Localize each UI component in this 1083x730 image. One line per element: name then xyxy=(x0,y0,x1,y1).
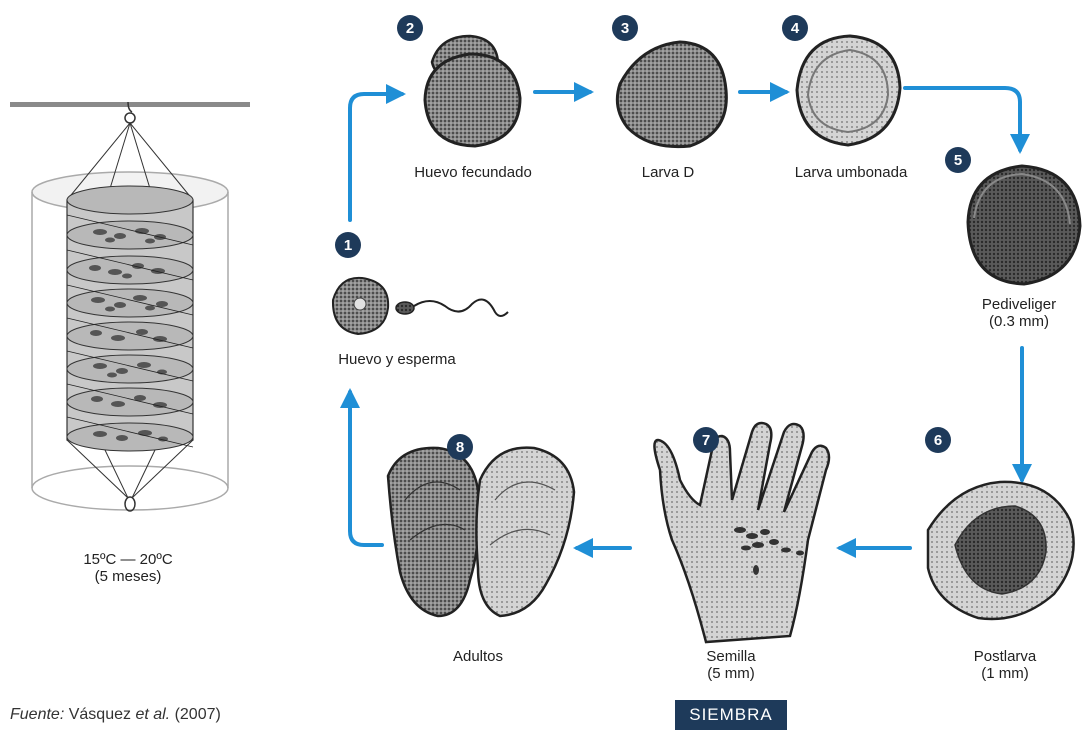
stage-7-name: Semilla xyxy=(706,648,755,665)
stage-5-name: Pediveliger xyxy=(982,296,1056,313)
stage-8-name: Adultos xyxy=(453,648,503,665)
siembra-tag: SIEMBRA xyxy=(675,700,787,730)
label-semilla: Semilla (5 mm) xyxy=(706,648,755,682)
fertilized-egg-illustration xyxy=(425,36,520,146)
stage-4-name: Larva umbonada xyxy=(795,164,908,181)
svg-text:8: 8 xyxy=(456,439,464,456)
egg-and-sperm-illustration xyxy=(333,278,508,334)
svg-text:5: 5 xyxy=(954,152,962,169)
stage-2-name: Huevo fecundado xyxy=(414,164,532,181)
svg-text:7: 7 xyxy=(702,432,710,449)
badge-1: 1 xyxy=(335,232,361,258)
badge-2: 2 xyxy=(397,15,423,41)
source-year: (2007) xyxy=(175,706,221,723)
svg-text:3: 3 xyxy=(621,20,629,37)
badge-3: 3 xyxy=(612,15,638,41)
hand-with-seed-illustration xyxy=(654,423,829,642)
stage-6-name: Postlarva xyxy=(974,648,1037,665)
stage-7-size: (5 mm) xyxy=(706,665,755,682)
badge-8: 8 xyxy=(447,434,473,460)
label-pediveliger: Pediveliger (0.3 mm) xyxy=(982,296,1056,330)
badge-7: 7 xyxy=(693,427,719,453)
svg-text:4: 4 xyxy=(791,20,800,37)
adult-oysters-illustration xyxy=(388,448,574,616)
badge-5: 5 xyxy=(945,147,971,173)
label-huevo-y-esperma: Huevo y esperma xyxy=(338,351,456,368)
lantern-net-illustration xyxy=(10,102,250,511)
culture-duration: (5 meses) xyxy=(83,568,172,585)
label-postlarva: Postlarva (1 mm) xyxy=(974,648,1037,682)
label-larva-umbonada: Larva umbonada xyxy=(795,164,908,181)
badge-6: 6 xyxy=(925,427,951,453)
arrow-8-to-1 xyxy=(350,392,382,545)
umbonate-larva-illustration xyxy=(797,36,900,145)
source-etal: et al. xyxy=(135,706,170,723)
svg-text:2: 2 xyxy=(406,20,414,37)
stage-5-size: (0.3 mm) xyxy=(982,313,1056,330)
stage-1-name: Huevo y esperma xyxy=(338,351,456,368)
temperature-range: 15ºC — 20ºC xyxy=(83,551,172,568)
pediveliger-illustration xyxy=(968,166,1080,284)
source-citation: Fuente: Vásquez et al. (2007) xyxy=(10,706,221,724)
source-author: Vásquez xyxy=(69,706,131,723)
label-huevo-fecundado: Huevo fecundado xyxy=(414,164,532,181)
svg-text:6: 6 xyxy=(934,432,942,449)
stage-3-name: Larva D xyxy=(642,164,695,181)
label-adultos: Adultos xyxy=(453,648,503,665)
d-larva-illustration xyxy=(617,42,726,147)
stage-6-size: (1 mm) xyxy=(974,665,1037,682)
badge-4: 4 xyxy=(782,15,808,41)
culture-conditions: 15ºC — 20ºC (5 meses) xyxy=(83,551,172,585)
postlarva-illustration xyxy=(928,482,1074,619)
arrow-1-to-2 xyxy=(350,94,402,220)
label-larva-d: Larva D xyxy=(642,164,695,181)
svg-text:1: 1 xyxy=(344,237,352,254)
arrow-4-to-5 xyxy=(905,88,1020,150)
source-prefix: Fuente: xyxy=(10,706,64,723)
